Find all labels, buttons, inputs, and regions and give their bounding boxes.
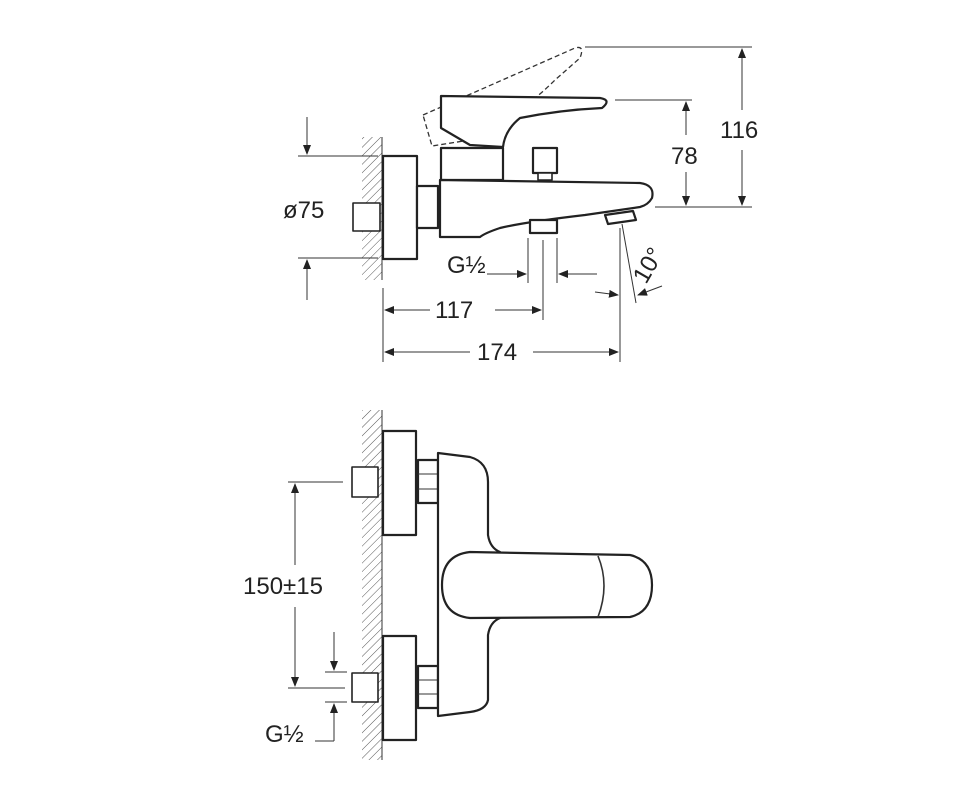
dim-angle: 10° bbox=[628, 243, 670, 288]
dim-depth-outlet: 117 bbox=[435, 297, 473, 324]
dim-thread-front: G½ bbox=[265, 721, 304, 748]
wall-hatch bbox=[362, 410, 382, 760]
dim-depth-spout: 174 bbox=[477, 339, 517, 366]
lever-handle bbox=[439, 94, 608, 149]
wall-flange bbox=[381, 154, 419, 261]
connector bbox=[415, 184, 440, 230]
dim-height-total: 116 bbox=[720, 117, 758, 144]
aerator bbox=[603, 209, 638, 226]
dim-diameter: ø75 bbox=[283, 197, 324, 224]
inlet-stub bbox=[352, 202, 381, 232]
outlet-connection bbox=[528, 218, 559, 235]
dim-inlet-spacing: 150±15 bbox=[243, 573, 323, 600]
lever-handle bbox=[440, 550, 654, 620]
wall-flange-bottom bbox=[381, 634, 418, 742]
side-view: ø75 116 78 G½ 117 174 10° bbox=[283, 46, 758, 366]
wall-flange-top bbox=[381, 429, 418, 537]
connector-bottom bbox=[416, 664, 440, 710]
inlet-stub-bottom bbox=[351, 672, 379, 703]
diverter-knob bbox=[531, 146, 559, 175]
spout-body bbox=[438, 178, 654, 239]
connector-top bbox=[416, 458, 440, 505]
inlet-stub-top bbox=[351, 466, 379, 498]
mixer-cartridge bbox=[439, 146, 505, 182]
front-view: 150±15 G½ bbox=[243, 410, 654, 760]
dim-thread-side: G½ bbox=[447, 252, 486, 279]
dim-height-spout: 78 bbox=[671, 143, 698, 170]
